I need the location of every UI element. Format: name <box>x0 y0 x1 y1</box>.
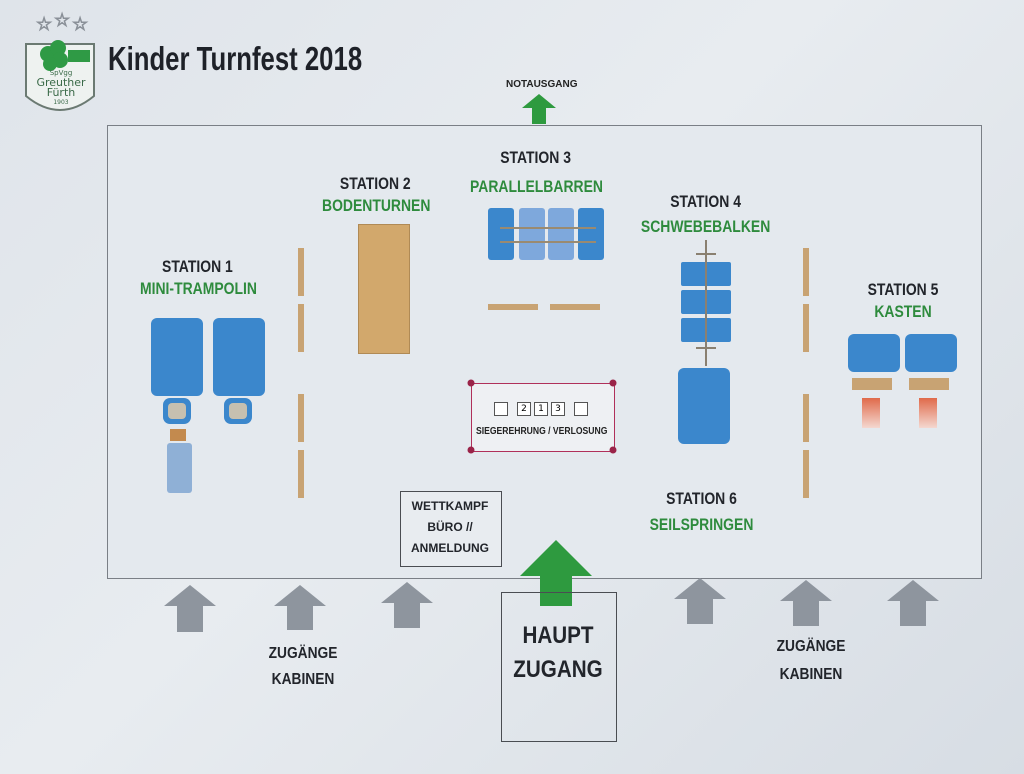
bench <box>488 304 538 310</box>
main-entrance-box <box>501 592 617 742</box>
bench <box>298 450 304 498</box>
bar-mat <box>519 208 545 260</box>
ceremony-corner-markers <box>467 379 617 454</box>
clover-icon: ☆ ☆ ☆ <box>25 10 95 111</box>
bench <box>803 394 809 442</box>
access-arrow-icon <box>381 582 433 628</box>
bar-mat <box>578 208 604 260</box>
right-access-line-1: ZUGÄNGE <box>776 638 846 655</box>
office-line-3: ANMELDUNG <box>411 541 489 555</box>
runway-mat <box>167 443 192 493</box>
office-line-2: BÜRO // <box>427 520 473 534</box>
left-access-line-1: ZUGÄNGE <box>268 645 338 662</box>
logo-year: 1903 <box>53 99 69 106</box>
svg-text:☆: ☆ <box>36 14 52 35</box>
club-logo: ☆ ☆ ☆ <box>18 6 102 128</box>
podium: 2 1 3 <box>494 402 588 416</box>
kasten-mat-left <box>848 334 900 372</box>
bench <box>803 304 809 352</box>
bench <box>298 304 304 352</box>
springboard <box>919 398 937 428</box>
logo-text-3: Fürth <box>46 86 76 99</box>
springboard <box>170 429 186 441</box>
podium-empty-right <box>574 402 588 416</box>
mini-trampolin-left <box>163 398 191 424</box>
svg-text:☆: ☆ <box>54 10 70 31</box>
parallel-bars-icon <box>500 227 596 243</box>
station-2-title: STATION 2 <box>339 174 411 193</box>
bench <box>550 304 600 310</box>
podium-empty-left <box>494 402 508 416</box>
vaulting-box <box>852 378 892 390</box>
svg-text:☆: ☆ <box>72 14 88 35</box>
balance-beam-icon <box>696 240 716 366</box>
station-1-activity: MINI-TRAMPOLIN <box>140 279 257 298</box>
bench <box>298 394 304 442</box>
ceremony-label: SIEGEREHRUNG / VERLOSUNG <box>476 426 608 437</box>
right-access-line-2: KABINEN <box>779 666 843 683</box>
office-box <box>400 491 502 567</box>
left-access-line-2: KABINEN <box>271 671 335 688</box>
access-arrow-icon <box>887 580 939 626</box>
station-5-title: STATION 5 <box>867 280 939 299</box>
podium-place: 1 <box>534 402 548 416</box>
bar-mat <box>488 208 514 260</box>
page-title: Kinder Turnfest 2018 <box>108 40 363 77</box>
access-arrow-icon <box>780 580 832 626</box>
access-arrow-icon <box>274 585 326 630</box>
trampolin-mat-left <box>151 318 203 396</box>
main-entrance-line-2: ZUGANG <box>513 656 603 683</box>
emergency-exit-label: NOTAUSGANG <box>506 79 578 90</box>
station-2-activity: BODENTURNEN <box>322 196 431 215</box>
station-5-activity: KASTEN <box>874 302 932 321</box>
station-3-activity: PARALLELBARREN <box>470 177 603 196</box>
trampolin-mat-right <box>213 318 265 396</box>
ceremony-area <box>471 383 615 452</box>
podium-place: 2 <box>517 402 531 416</box>
station-3-title: STATION 3 <box>500 148 571 167</box>
station-6-activity: SEILSPRINGEN <box>649 515 754 534</box>
bench <box>803 248 809 296</box>
station-4-activity: SCHWEBEBALKEN <box>640 217 771 236</box>
podium-place: 3 <box>551 402 565 416</box>
station-1-title: STATION 1 <box>162 257 233 276</box>
access-arrow-icon <box>674 578 726 624</box>
bench <box>803 450 809 498</box>
springboard <box>862 398 880 428</box>
logo-text-2: Greuther <box>36 76 86 89</box>
logo-text-1: SpVgg <box>49 69 73 77</box>
main-entrance-arrow-icon <box>520 540 592 606</box>
station-6-title: STATION 6 <box>666 489 737 508</box>
station-4-title: STATION 4 <box>670 192 741 211</box>
vaulting-box <box>909 378 949 390</box>
landing-mat <box>678 368 730 444</box>
mini-trampolin-right <box>224 398 252 424</box>
bench <box>298 248 304 296</box>
kasten-mat-right <box>905 334 957 372</box>
office-line-1: WETTKAMPF <box>411 499 489 513</box>
access-arrow-icon <box>164 585 216 632</box>
bar-mat <box>548 208 574 260</box>
exit-arrow-icon <box>522 94 556 124</box>
main-entrance-line-1: HAUPT <box>522 622 594 649</box>
floor-mat <box>358 224 410 354</box>
